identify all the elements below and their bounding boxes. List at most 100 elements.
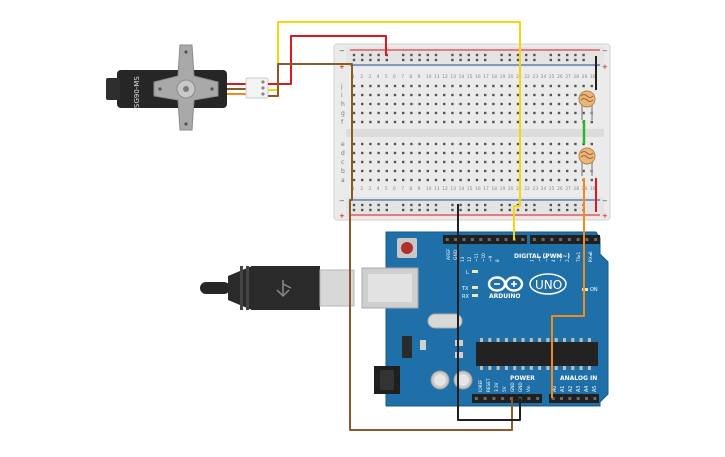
breadboard-hole[interactable]: [500, 142, 503, 146]
breadboard-hole[interactable]: [467, 102, 470, 106]
breadboard-hole[interactable]: [361, 93, 364, 97]
rail-hole[interactable]: [484, 208, 487, 212]
breadboard-hole[interactable]: [582, 169, 585, 173]
header-pin-socket[interactable]: [576, 397, 580, 400]
breadboard-hole[interactable]: [492, 169, 495, 173]
rail-hole[interactable]: [500, 208, 503, 212]
rail-hole[interactable]: [385, 203, 388, 207]
breadboard-hole[interactable]: [475, 160, 479, 164]
breadboard-hole[interactable]: [484, 111, 487, 115]
rail-hole[interactable]: [352, 203, 356, 207]
rail-hole[interactable]: [533, 208, 536, 212]
breadboard-hole[interactable]: [549, 151, 552, 155]
rail-hole[interactable]: [434, 58, 438, 62]
breadboard-hole[interactable]: [443, 160, 446, 164]
breadboard-hole[interactable]: [557, 160, 561, 164]
breadboard-hole[interactable]: [385, 120, 388, 124]
breadboard-hole[interactable]: [516, 160, 520, 164]
breadboard-hole[interactable]: [402, 93, 405, 97]
servo-motor[interactable]: SG90-MS: [106, 44, 269, 131]
rail-hole[interactable]: [574, 58, 577, 62]
breadboard-hole[interactable]: [574, 93, 577, 97]
header-pin-socket[interactable]: [479, 238, 483, 241]
breadboard-hole[interactable]: [541, 102, 544, 106]
rail-hole[interactable]: [434, 203, 438, 207]
breadboard-hole[interactable]: [467, 178, 470, 182]
breadboard-hole[interactable]: [377, 84, 380, 88]
breadboard-hole[interactable]: [402, 142, 405, 146]
breadboard-hole[interactable]: [402, 178, 405, 182]
breadboard-hole[interactable]: [533, 142, 536, 146]
rail-hole[interactable]: [434, 53, 438, 57]
breadboard-hole[interactable]: [377, 178, 380, 182]
breadboard-hole[interactable]: [508, 142, 511, 146]
breadboard-hole[interactable]: [369, 151, 372, 155]
header-pin-socket[interactable]: [445, 238, 449, 241]
breadboard-hole[interactable]: [352, 178, 356, 182]
rail-hole[interactable]: [516, 53, 520, 57]
rail-hole[interactable]: [451, 53, 454, 57]
rail-hole[interactable]: [402, 58, 405, 62]
breadboard-hole[interactable]: [410, 120, 413, 124]
breadboard-hole[interactable]: [566, 160, 569, 164]
rail-hole[interactable]: [525, 208, 528, 212]
rail-hole[interactable]: [377, 53, 380, 57]
breadboard-hole[interactable]: [574, 111, 577, 115]
breadboard-hole[interactable]: [557, 84, 561, 88]
analog-header[interactable]: [549, 394, 599, 403]
breadboard-hole[interactable]: [352, 84, 356, 88]
rail-hole[interactable]: [459, 203, 462, 207]
breadboard-hole[interactable]: [516, 120, 520, 124]
header-pin-socket[interactable]: [532, 238, 536, 241]
rail-hole[interactable]: [361, 208, 364, 212]
breadboard-hole[interactable]: [352, 93, 356, 97]
breadboard-hole[interactable]: [418, 102, 421, 106]
breadboard-hole[interactable]: [443, 142, 446, 146]
breadboard-hole[interactable]: [369, 102, 372, 106]
breadboard-hole[interactable]: [574, 178, 577, 182]
rail-hole[interactable]: [467, 208, 470, 212]
breadboard-hole[interactable]: [385, 111, 388, 115]
breadboard-hole[interactable]: [385, 151, 388, 155]
breadboard-hole[interactable]: [393, 111, 397, 115]
breadboard-hole[interactable]: [418, 120, 421, 124]
breadboard-hole[interactable]: [590, 120, 593, 124]
breadboard-hole[interactable]: [426, 93, 429, 97]
breadboard-hole[interactable]: [508, 111, 511, 115]
rail-hole[interactable]: [361, 58, 364, 62]
breadboard-hole[interactable]: [443, 151, 446, 155]
rail-hole[interactable]: [525, 53, 528, 57]
breadboard-hole[interactable]: [434, 151, 438, 155]
breadboard-hole[interactable]: [410, 111, 413, 115]
breadboard-hole[interactable]: [426, 111, 429, 115]
breadboard-hole[interactable]: [541, 111, 544, 115]
rail-hole[interactable]: [549, 53, 552, 57]
rail-hole[interactable]: [402, 208, 405, 212]
rail-hole[interactable]: [377, 203, 380, 207]
breadboard-hole[interactable]: [508, 169, 511, 173]
breadboard-hole[interactable]: [434, 111, 438, 115]
breadboard-hole[interactable]: [402, 151, 405, 155]
breadboard-hole[interactable]: [525, 178, 528, 182]
breadboard-hole[interactable]: [500, 151, 503, 155]
breadboard-hole[interactable]: [533, 178, 536, 182]
rail-hole[interactable]: [369, 58, 372, 62]
breadboard-hole[interactable]: [475, 151, 479, 155]
rail-hole[interactable]: [467, 53, 470, 57]
breadboard-hole[interactable]: [549, 84, 552, 88]
breadboard-hole[interactable]: [500, 84, 503, 88]
breadboard-hole[interactable]: [516, 169, 520, 173]
breadboard-hole[interactable]: [434, 93, 438, 97]
breadboard-hole[interactable]: [385, 169, 388, 173]
breadboard-hole[interactable]: [566, 178, 569, 182]
header-pin-socket[interactable]: [492, 397, 496, 400]
breadboard-hole[interactable]: [549, 102, 552, 106]
header-pin-socket[interactable]: [593, 397, 597, 400]
rail-hole[interactable]: [557, 53, 561, 57]
breadboard-hole[interactable]: [410, 160, 413, 164]
rail-hole[interactable]: [508, 53, 511, 57]
breadboard-hole[interactable]: [574, 84, 577, 88]
rail-hole[interactable]: [352, 58, 356, 62]
reset-button-cap[interactable]: [401, 242, 413, 254]
header-pin-socket[interactable]: [560, 397, 563, 400]
